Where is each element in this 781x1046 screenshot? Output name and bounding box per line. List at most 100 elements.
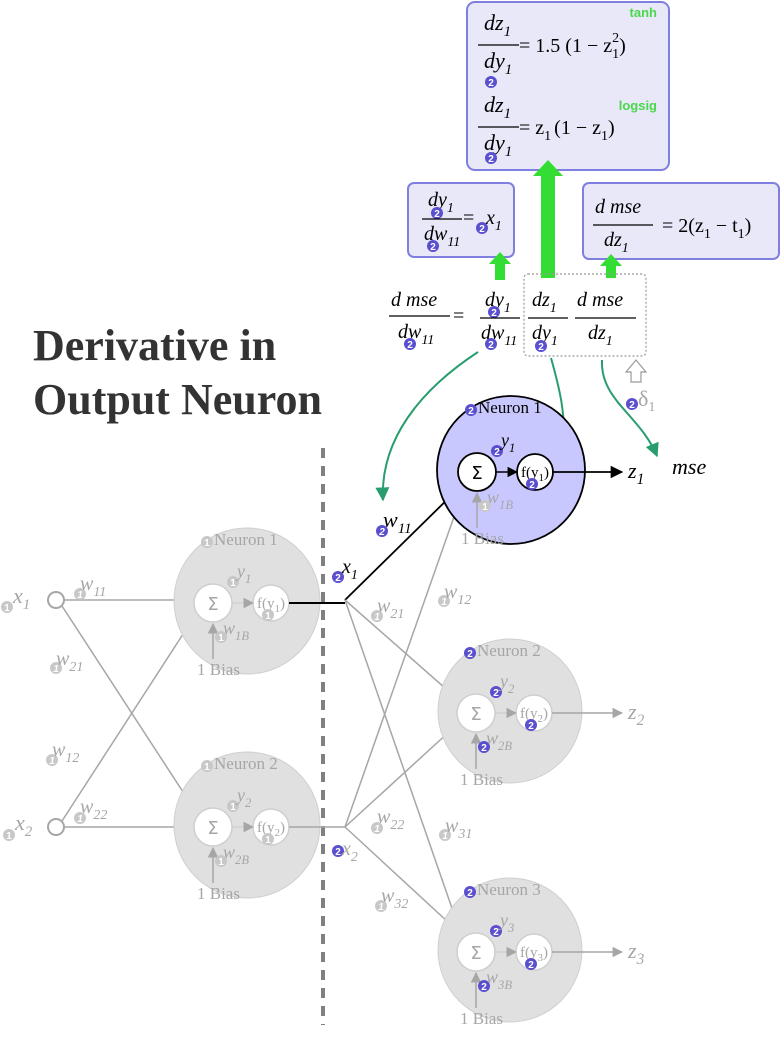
bias-label: 1 Bias (461, 529, 504, 548)
svg-text:dz1: dz1 (588, 322, 613, 349)
bias-label: 1 Bias (460, 770, 503, 789)
svg-text:dy1: dy1 (428, 189, 454, 216)
svg-text:w12: w12 (52, 739, 79, 766)
svg-text:dz1: dz1 (484, 10, 511, 40)
svg-text:dw11: dw11 (424, 223, 460, 250)
svg-text:=: = (453, 305, 464, 327)
svg-text:= 2(z1 − t1): = 2(z1 − t1) (662, 215, 751, 242)
svg-text:w11: w11 (80, 573, 106, 600)
svg-text:dz1: dz1 (604, 229, 629, 256)
svg-text:dz1: dz1 (484, 92, 511, 122)
input-node-2 (47, 818, 65, 836)
output-z-label: z1 (627, 458, 644, 488)
activation-label: f(y1) (257, 596, 285, 615)
neuron-label: Neuron 2 (477, 641, 541, 660)
svg-text:d mse: d mse (595, 196, 641, 218)
hidden-output-label: x1 (341, 556, 358, 583)
svg-text:dw11: dw11 (481, 322, 517, 349)
pre-activation-label: y3 (498, 910, 514, 935)
svg-text:w21: w21 (377, 595, 404, 622)
hidden-layer-connections (61, 594, 199, 833)
svg-text:=: = (463, 207, 474, 229)
neuron-label: Neuron 3 (477, 880, 541, 899)
pre-activation-label: y1 (499, 430, 515, 455)
sum-symbol: Σ (471, 463, 482, 484)
bias-weight-label: w2B (223, 842, 249, 867)
title-line-2: Output Neuron (33, 375, 322, 424)
pre-activation-label: y2 (235, 785, 252, 810)
svg-text:x2: x2 (14, 810, 33, 840)
svg-text:dz1: dz1 (532, 289, 557, 316)
title-line-1: Derivative in (33, 321, 276, 370)
neuron-label: Neuron 1 (478, 398, 542, 417)
output-weight-labels: w11 w21 w12 w22 w31 w32 (371, 507, 472, 913)
svg-text:δ1: δ1 (638, 386, 655, 415)
sum-symbol: Σ (470, 704, 481, 725)
weight-derivative-box: dy1 dw11 = x1 (407, 182, 515, 258)
svg-text:dy1: dy1 (484, 48, 512, 78)
arrow-to-error-box (600, 254, 622, 278)
bias-weight-label: w1B (223, 618, 249, 643)
svg-text:w22: w22 (377, 806, 404, 833)
sum-symbol: Σ (207, 594, 218, 615)
tanh-label: tanh (630, 5, 658, 20)
svg-text:dw11: dw11 (398, 321, 434, 348)
bias-label: 1 Bias (197, 660, 240, 679)
logsig-label: logsig (619, 98, 657, 113)
sum-symbol: Σ (207, 818, 218, 839)
output-z-label: z3 (627, 938, 645, 968)
bias-label: 1 Bias (197, 884, 240, 903)
svg-text:dy1: dy1 (485, 289, 511, 316)
bias-weight-label: w1B (487, 487, 513, 512)
arrow-to-activation-box (533, 160, 563, 278)
svg-text:d mse: d mse (577, 289, 623, 311)
pre-activation-label: y2 (498, 671, 515, 696)
sum-symbol: Σ (470, 943, 481, 964)
output-z-label: z2 (627, 699, 645, 729)
bias-label: 1 Bias (460, 1009, 503, 1028)
hidden-output-label: x2 (341, 838, 358, 865)
output-layer-connections (344, 486, 464, 938)
svg-text:w11: w11 (383, 507, 412, 537)
neuron-label: Neuron 1 (214, 530, 278, 549)
svg-text:x1: x1 (485, 207, 502, 234)
svg-text:w12: w12 (444, 581, 471, 608)
chain-rule-equation: d mse dw11 = dy1 dw11 dz1 dy1 d mse dz1 … (389, 273, 655, 415)
input-nodes: x1 x2 (1, 583, 65, 842)
svg-text:w32: w32 (381, 885, 408, 912)
input-node-1 (47, 591, 65, 609)
activation-label: f(y2) (520, 706, 548, 725)
hidden-weight-labels: w11 w21 w12 w22 (46, 573, 107, 825)
activation-label: f(y1) (521, 465, 549, 484)
svg-text:x1: x1 (12, 583, 30, 613)
svg-text:w22: w22 (80, 796, 107, 823)
neuron-label: Neuron 2 (214, 754, 278, 773)
svg-text:dy1: dy1 (532, 322, 558, 349)
green-up-arrows (489, 160, 622, 280)
bias-weight-label: w3B (486, 967, 512, 992)
activation-label: f(y3) (520, 945, 548, 964)
activation-label: f(y2) (257, 820, 285, 839)
mse-label: mse (672, 454, 706, 479)
svg-text:w21: w21 (56, 648, 83, 675)
svg-text:w31: w31 (445, 815, 472, 842)
error-derivative-box: d mse dz1 = 2(z1 − t1) (582, 182, 780, 260)
svg-text:d mse: d mse (391, 289, 437, 311)
svg-text:= 1.5 (1 − z21): = 1.5 (1 − z21) (519, 31, 626, 62)
svg-text:dy1: dy1 (484, 130, 512, 160)
bias-weight-label: w2B (486, 728, 512, 753)
pre-activation-label: y1 (235, 561, 251, 586)
delta-up-arrow (624, 359, 648, 383)
arrow-to-weight-box (489, 252, 511, 280)
svg-text:= z1(1 − z1): = z1(1 − z1) (519, 117, 615, 144)
